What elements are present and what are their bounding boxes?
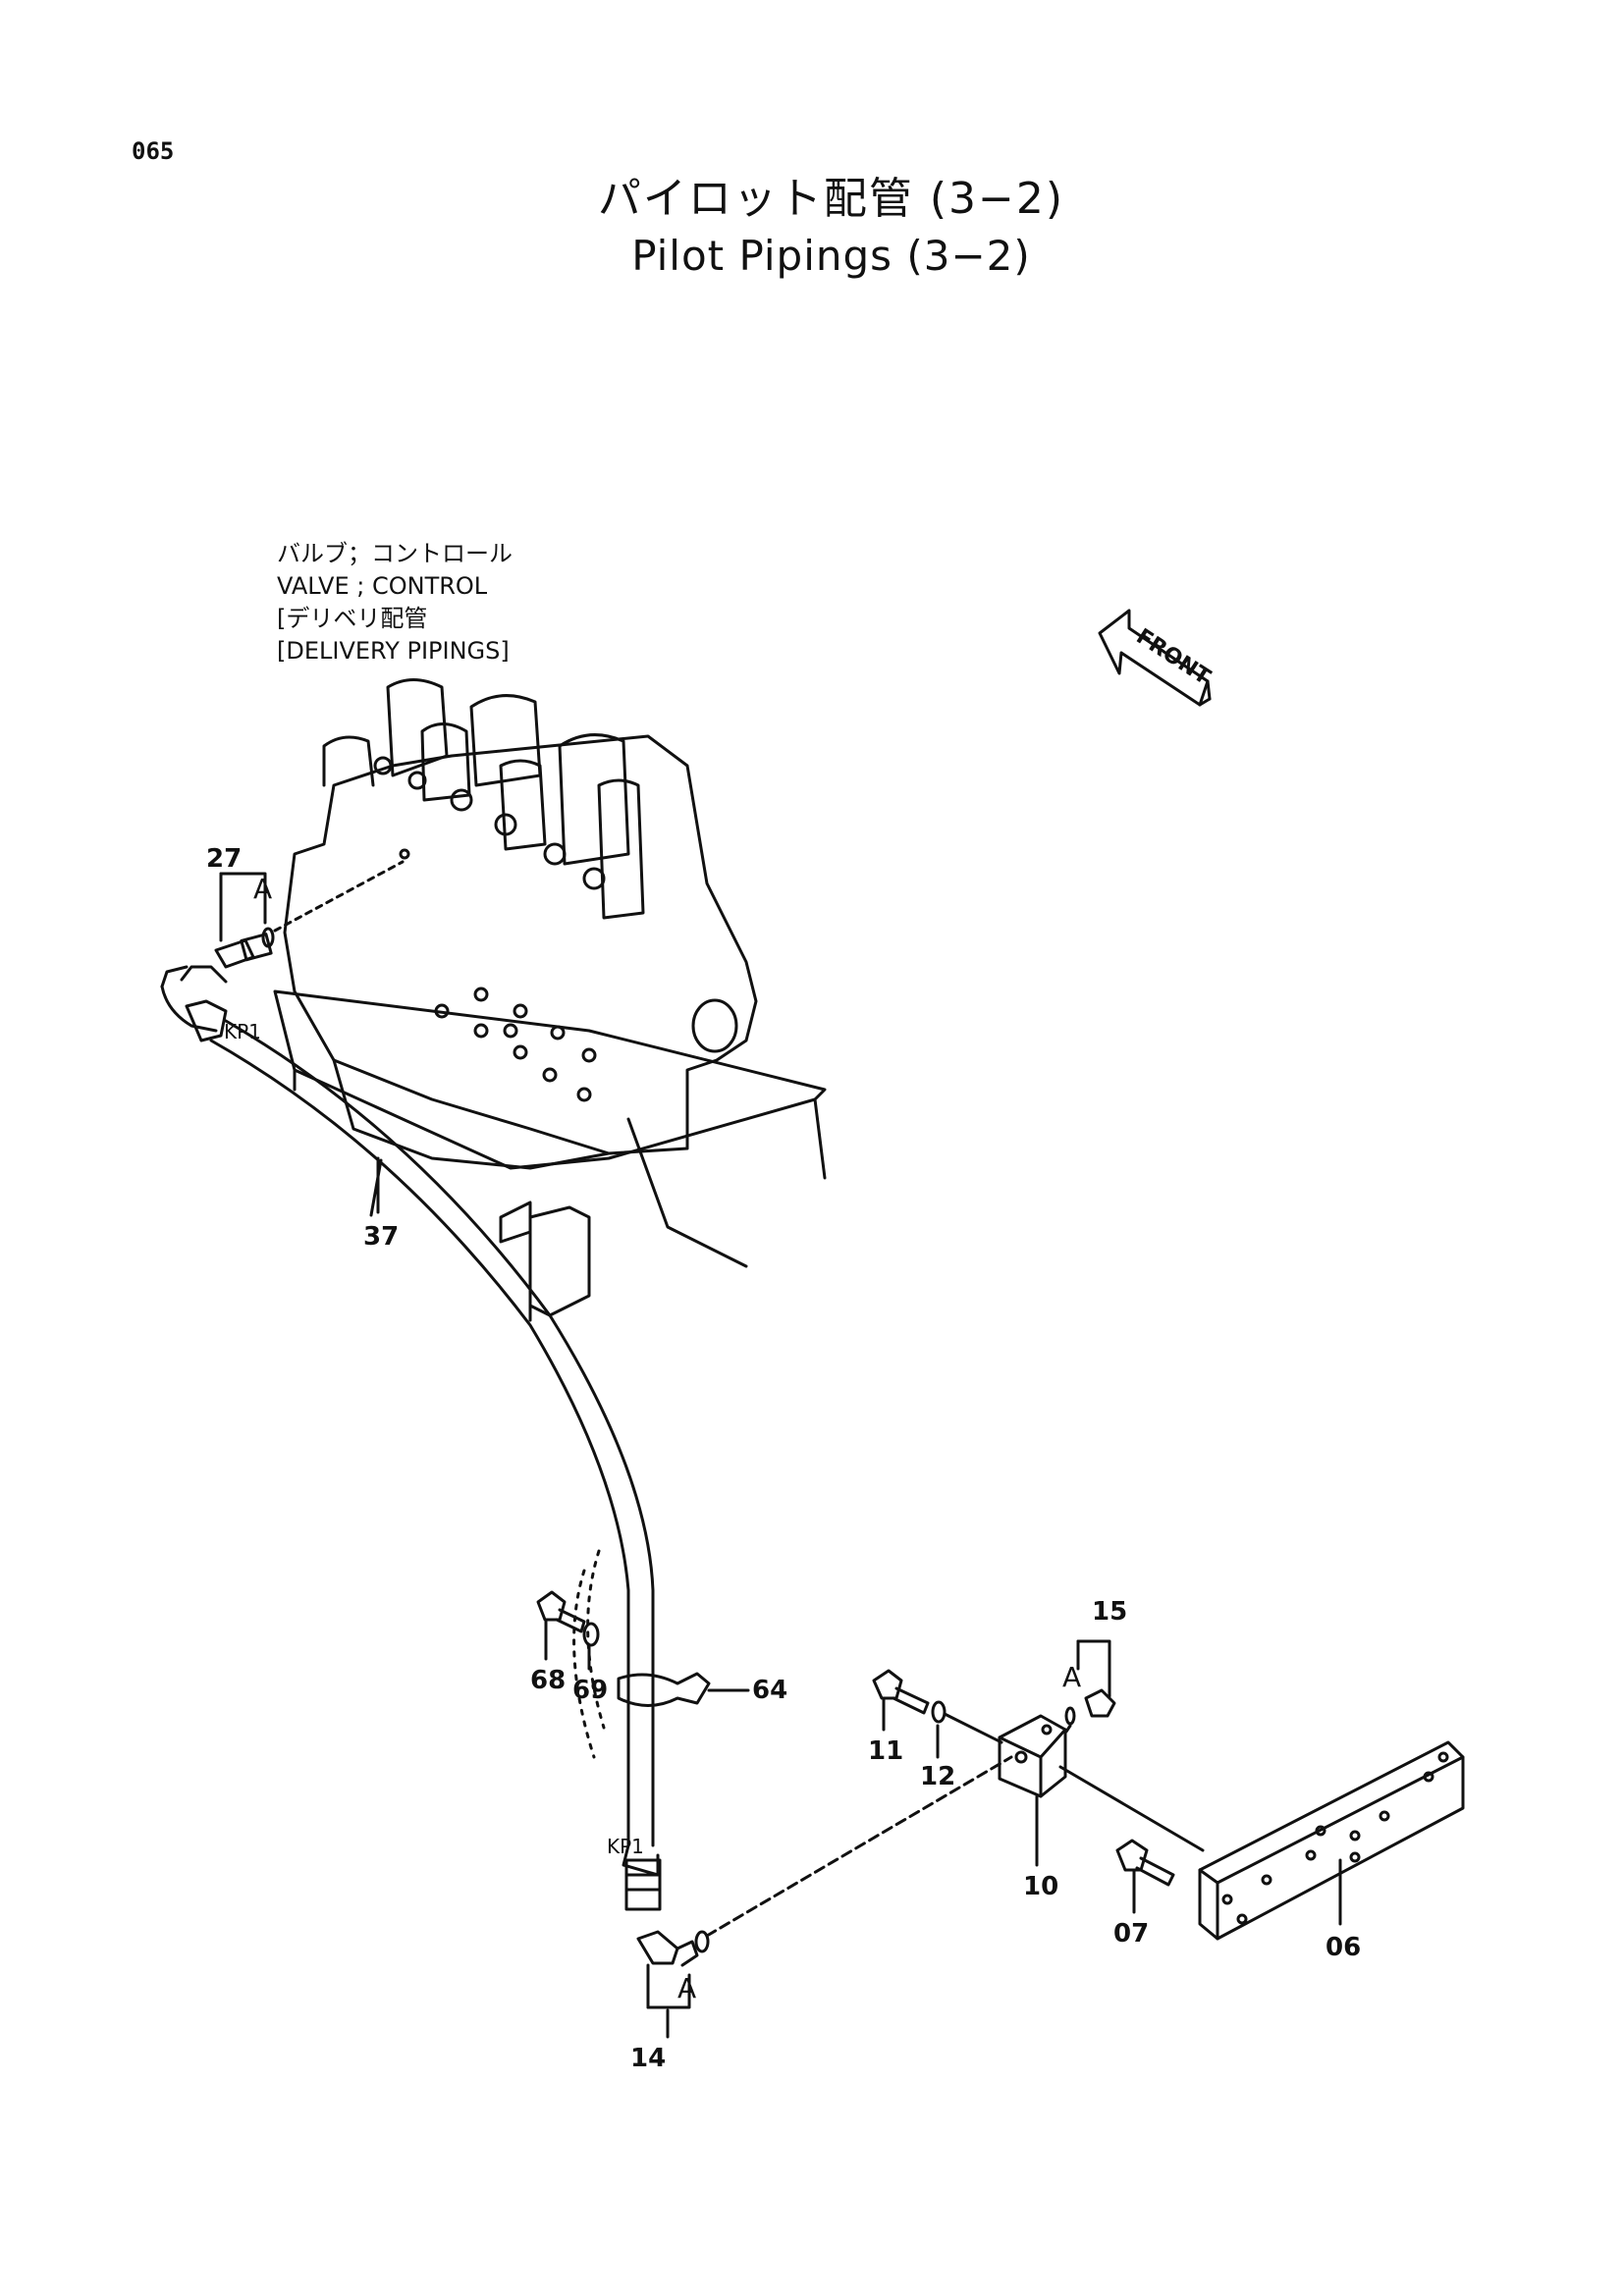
callout-07: 07 bbox=[1113, 1919, 1149, 1949]
clamp-64-icon bbox=[572, 1549, 750, 1759]
reference-bracket-en: [DELIVERY PIPINGS] bbox=[277, 637, 510, 665]
reference-line-en-2: DELIVERY PIPINGS bbox=[286, 637, 501, 665]
plug-15-icon bbox=[1064, 1639, 1116, 1734]
reference-line-ja: バルブ；コントロール bbox=[277, 540, 513, 567]
view-letter-a-15: A bbox=[1062, 1661, 1081, 1693]
title-block: パイロット配管 (3−2) Pilot Pipings (3−2) bbox=[0, 163, 1623, 280]
washer-69-icon bbox=[582, 1622, 600, 1671]
page-number: 065 bbox=[132, 137, 175, 165]
hose-label-kp1-bottom: KP1 bbox=[607, 1835, 644, 1858]
bolt-68-icon bbox=[536, 1590, 586, 1661]
title-japanese: パイロット配管 (3−2) bbox=[597, 174, 1065, 224]
view-letter-a-14: A bbox=[677, 1972, 696, 2004]
washer-12-icon bbox=[931, 1700, 1003, 1759]
elbow-14-icon bbox=[636, 1755, 1013, 2039]
front-label: FRONT bbox=[1132, 624, 1215, 690]
callout-06: 06 bbox=[1325, 1933, 1361, 1962]
mounting-bracket-icon bbox=[499, 1117, 748, 1322]
view-letter-a-27: A bbox=[253, 873, 272, 905]
callout-11: 11 bbox=[868, 1736, 903, 1766]
hose-37-icon bbox=[160, 965, 662, 1911]
fitting-27-icon bbox=[214, 860, 405, 969]
bolt-11-icon bbox=[872, 1669, 930, 1732]
callout-64: 64 bbox=[752, 1676, 787, 1705]
callout-12: 12 bbox=[920, 1762, 955, 1791]
plate-06-icon bbox=[1058, 1740, 1465, 1941]
callout-15: 15 bbox=[1092, 1597, 1127, 1627]
callout-68: 68 bbox=[530, 1666, 566, 1695]
block-10-icon bbox=[998, 1714, 1067, 1867]
control-valve-icon bbox=[273, 678, 827, 1180]
callout-27: 27 bbox=[206, 844, 242, 874]
reference-bracket-ja: [デリベリ配管 bbox=[277, 605, 428, 632]
reference-line-ja-2: デリベリ配管 bbox=[286, 605, 428, 632]
front-arrow-icon bbox=[1098, 609, 1212, 707]
control-valve-reference: バルブ；コントロール VALVE ; CONTROL [デリベリ配管 [DELI… bbox=[277, 538, 513, 667]
reference-line-en: VALVE ; CONTROL bbox=[277, 572, 488, 600]
title-english: Pilot Pipings (3−2) bbox=[631, 232, 1031, 280]
callout-37: 37 bbox=[363, 1222, 399, 1252]
callout-10: 10 bbox=[1023, 1872, 1058, 1901]
callout-14: 14 bbox=[630, 2044, 666, 2073]
hose-label-kp1-top: KP1 bbox=[224, 1020, 261, 1043]
bolt-07-icon bbox=[1115, 1839, 1175, 1914]
callout-69: 69 bbox=[572, 1676, 608, 1705]
